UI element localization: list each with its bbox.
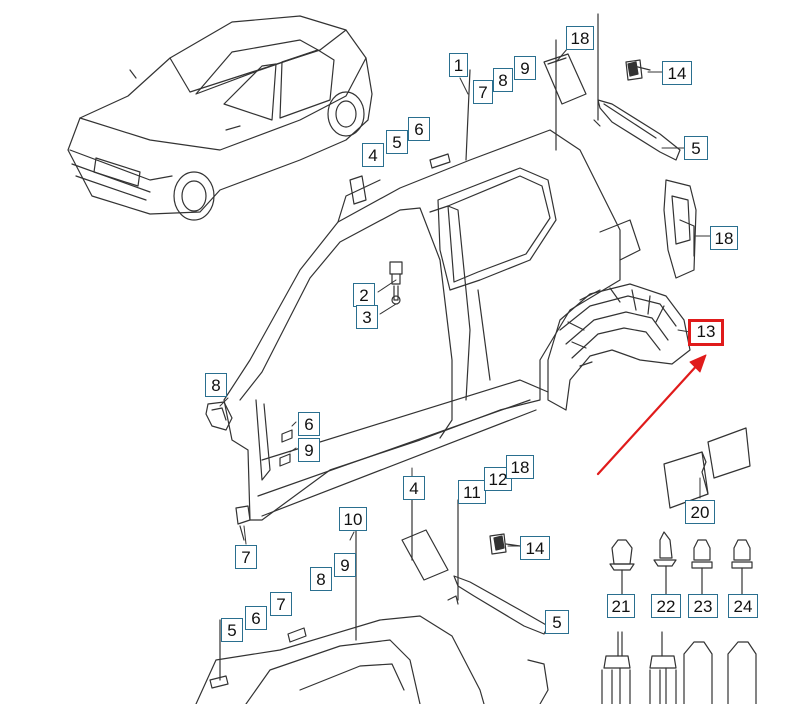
side-panel-lower bbox=[195, 497, 549, 704]
callout-8[interactable]: 8 bbox=[205, 373, 227, 397]
callout-9[interactable]: 9 bbox=[298, 438, 320, 462]
callout-22[interactable]: 22 bbox=[651, 594, 681, 618]
callout-5[interactable]: 5 bbox=[221, 618, 243, 642]
callout-5[interactable]: 5 bbox=[545, 610, 569, 634]
callout-14[interactable]: 14 bbox=[662, 61, 692, 85]
callout-20[interactable]: 20 bbox=[685, 500, 715, 524]
highlight-arrow bbox=[596, 354, 707, 476]
vehicle-thumbnail bbox=[67, 15, 373, 221]
side-panel-upper bbox=[223, 129, 641, 521]
callout-14[interactable]: 14 bbox=[520, 536, 550, 560]
callout-18[interactable]: 18 bbox=[710, 226, 738, 250]
callout-4[interactable]: 4 bbox=[403, 476, 425, 500]
callout-4[interactable]: 4 bbox=[362, 143, 384, 167]
fasteners-21-24 bbox=[601, 531, 757, 704]
callout-2[interactable]: 2 bbox=[353, 283, 375, 307]
callout-18[interactable]: 18 bbox=[566, 26, 594, 50]
protective-patches bbox=[663, 427, 751, 509]
callout-11[interactable]: 11 bbox=[458, 480, 486, 504]
callout-9[interactable]: 9 bbox=[514, 56, 536, 80]
callout-18[interactable]: 18 bbox=[506, 455, 534, 479]
callout-7[interactable]: 7 bbox=[473, 80, 493, 104]
upper-right-parts bbox=[349, 13, 697, 279]
wheel-arch-liner bbox=[547, 283, 691, 411]
callout-8[interactable]: 8 bbox=[310, 567, 332, 591]
callout-6[interactable]: 6 bbox=[298, 412, 320, 436]
callout-8[interactable]: 8 bbox=[493, 68, 513, 92]
leader-lines bbox=[219, 47, 743, 629]
callout-12[interactable]: 12 bbox=[484, 467, 512, 491]
callout-23[interactable]: 23 bbox=[688, 594, 718, 618]
callout-7[interactable]: 7 bbox=[270, 592, 292, 616]
callout-10[interactable]: 10 bbox=[339, 507, 367, 531]
callout-3[interactable]: 3 bbox=[356, 305, 378, 329]
callout-5[interactable]: 5 bbox=[684, 136, 708, 160]
callout-24[interactable]: 24 bbox=[728, 594, 758, 618]
callout-13-highlighted[interactable]: 13 bbox=[688, 319, 724, 346]
callout-9[interactable]: 9 bbox=[334, 553, 356, 577]
callout-1[interactable]: 1 bbox=[449, 53, 468, 77]
callout-5[interactable]: 5 bbox=[386, 130, 408, 154]
callout-21[interactable]: 21 bbox=[607, 594, 635, 618]
callout-6[interactable]: 6 bbox=[408, 117, 430, 141]
callout-7[interactable]: 7 bbox=[235, 545, 257, 569]
callout-6[interactable]: 6 bbox=[245, 606, 267, 630]
